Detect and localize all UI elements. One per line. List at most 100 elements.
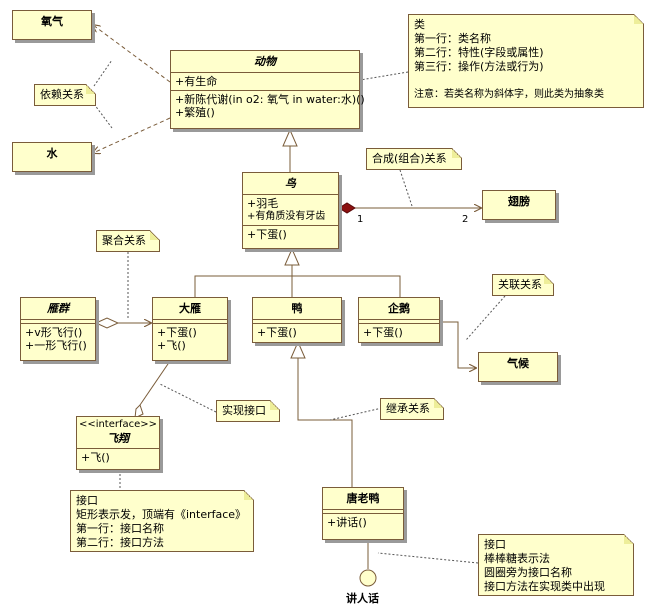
- class-goose: 大雁 +下蛋() +飞(): [152, 297, 228, 361]
- class-wing: 翅膀: [482, 190, 556, 220]
- class-name: 雁群: [47, 302, 69, 315]
- attributes-section: [21, 319, 95, 323]
- operation: +下蛋(): [157, 326, 197, 339]
- aggregation-diamond: [94, 317, 120, 329]
- note-link-dependency-2: [93, 103, 113, 129]
- note-aggregation: 聚合关系: [96, 230, 160, 252]
- attribute: +有角质没有牙齿: [247, 211, 326, 222]
- multiplicity-wing: 2: [462, 214, 469, 225]
- composition-diamond: [338, 202, 356, 214]
- multiplicity-bird: 1: [357, 214, 364, 225]
- class-animal: 动物 +有生命 +新陈代谢(in o2: 氧气 in water:水)() +繁…: [170, 50, 365, 129]
- note-line: 类: [414, 18, 425, 31]
- operation: +下蛋(): [363, 326, 403, 339]
- class-duck: 鸭 +下蛋(): [252, 297, 342, 343]
- interface-stereotype: <<interface>>: [78, 419, 158, 430]
- note-link-dependency: [93, 59, 113, 87]
- note-line: 关联关系: [498, 278, 542, 291]
- class-donald-duck: 唐老鸭 +讲话(): [322, 487, 404, 540]
- note-line: 第一行：类名称: [414, 32, 491, 45]
- note-line: 第二行：接口方法: [76, 536, 164, 549]
- inheritance-line-subclasses: [194, 265, 401, 297]
- interface-name: 飞翔: [107, 432, 129, 445]
- association-line-penguin-climate: [441, 321, 476, 368]
- inheritance-line-donald-duck: [297, 358, 353, 487]
- attributes-section: +羽毛 +有角质没有牙齿: [243, 194, 338, 225]
- note-dependency: 依赖关系: [34, 84, 96, 106]
- note-class: 类 第一行：类名称 第二行：特性(字段或属性) 第三行：操作(方法或行为) 注意…: [408, 14, 644, 108]
- note-line: 注意：若类名称为斜体字，则此类为抽象类: [414, 89, 604, 100]
- operations-section: +下蛋(): [243, 225, 338, 243]
- class-name: 鸟: [285, 177, 296, 190]
- class-water: 水: [12, 142, 92, 172]
- note-line: 第一行：接口名称: [76, 522, 164, 535]
- attributes-section: [359, 319, 439, 323]
- operation: +飞(): [81, 451, 110, 464]
- class-name: 鸭: [291, 302, 303, 315]
- note-realization: 实现接口: [216, 400, 280, 422]
- class-climate: 气候: [478, 352, 558, 382]
- inheritance-triangle-bird: [284, 247, 300, 266]
- inheritance-triangle-animal: [282, 128, 298, 147]
- operation: +下蛋(): [247, 228, 287, 241]
- operation: +讲话(): [327, 516, 367, 529]
- note-line: 第二行：特性(字段或属性): [414, 46, 544, 59]
- class-name: 动物: [254, 55, 276, 68]
- note-link-association: [465, 295, 506, 341]
- note-line: 聚合关系: [102, 234, 146, 247]
- note-link-class: [359, 71, 409, 81]
- operation: +下蛋(): [257, 326, 297, 339]
- note-line: [414, 74, 638, 88]
- class-name: 氧气: [41, 15, 63, 28]
- class-goose-flock: 雁群 +v形飞行() +一形飞行(): [20, 297, 96, 361]
- inheritance-triangle-duck: [290, 340, 306, 359]
- operations-section: +下蛋(): [253, 323, 341, 341]
- note-line: 圆圈旁为接口名称: [484, 566, 572, 579]
- note-line: 矩形表示发，顶端有《interface》: [76, 508, 247, 521]
- operation: +繁殖(): [175, 106, 215, 119]
- note-line: 实现接口: [222, 404, 266, 417]
- note-inheritance: 继承关系: [380, 398, 444, 420]
- operations-section: +v形飞行() +一形飞行(): [21, 323, 95, 354]
- operations-section: +下蛋(): [359, 323, 439, 341]
- note-line: 接口: [484, 538, 506, 551]
- note-line: 第三行：操作(方法或行为): [414, 60, 544, 73]
- lollipop-circle: [359, 569, 377, 587]
- note-interface-lollipop: 接口 棒棒糖表示法 圆圈旁为接口名称 接口方法在实现类中出现: [478, 534, 634, 596]
- operations-section: +飞(): [77, 448, 159, 466]
- note-link-realization: [159, 383, 217, 413]
- note-line: 棒棒糖表示法: [484, 552, 550, 565]
- attribute: +羽毛: [247, 197, 279, 210]
- operations-section: +下蛋() +飞(): [153, 323, 227, 354]
- dependency-line-oxygen: [93, 25, 171, 83]
- class-name: 气候: [507, 357, 529, 370]
- class-name: 翅膀: [508, 195, 530, 208]
- class-penguin: 企鹅 +下蛋(): [358, 297, 440, 343]
- interface-fly: <<interface>> 飞翔 +飞(): [76, 416, 160, 470]
- note-link-inheritance: [329, 407, 383, 421]
- attribute: +有生命: [175, 75, 218, 88]
- lollipop-interface-name: 讲人话: [346, 592, 379, 605]
- class-name: 唐老鸭: [346, 492, 380, 505]
- operation: +一形飞行(): [25, 339, 87, 352]
- note-link-lollipop: [377, 552, 479, 564]
- attributes-section: [323, 509, 403, 513]
- operation: +新陈代谢(in o2: 氧气 in water:水)(): [175, 93, 365, 106]
- note-line: 接口方法在实现类中出现: [484, 580, 605, 593]
- operation: +v形飞行(): [25, 326, 83, 339]
- note-association: 关联关系: [492, 274, 554, 296]
- note-link-composition: [399, 169, 413, 207]
- note-line: 依赖关系: [40, 88, 84, 101]
- class-name: 大雁: [179, 302, 201, 315]
- class-name: 水: [46, 147, 58, 160]
- attributes-section: +有生命: [171, 72, 359, 90]
- operations-section: +新陈代谢(in o2: 氧气 in water:水)() +繁殖(): [171, 90, 365, 121]
- note-line: 接口: [76, 494, 98, 507]
- note-line: 合成(组合)关系: [372, 152, 447, 165]
- note-line: 继承关系: [386, 402, 430, 415]
- attributes-section: [253, 319, 341, 323]
- attributes-section: [153, 319, 227, 323]
- dependency-line-water: [93, 117, 171, 153]
